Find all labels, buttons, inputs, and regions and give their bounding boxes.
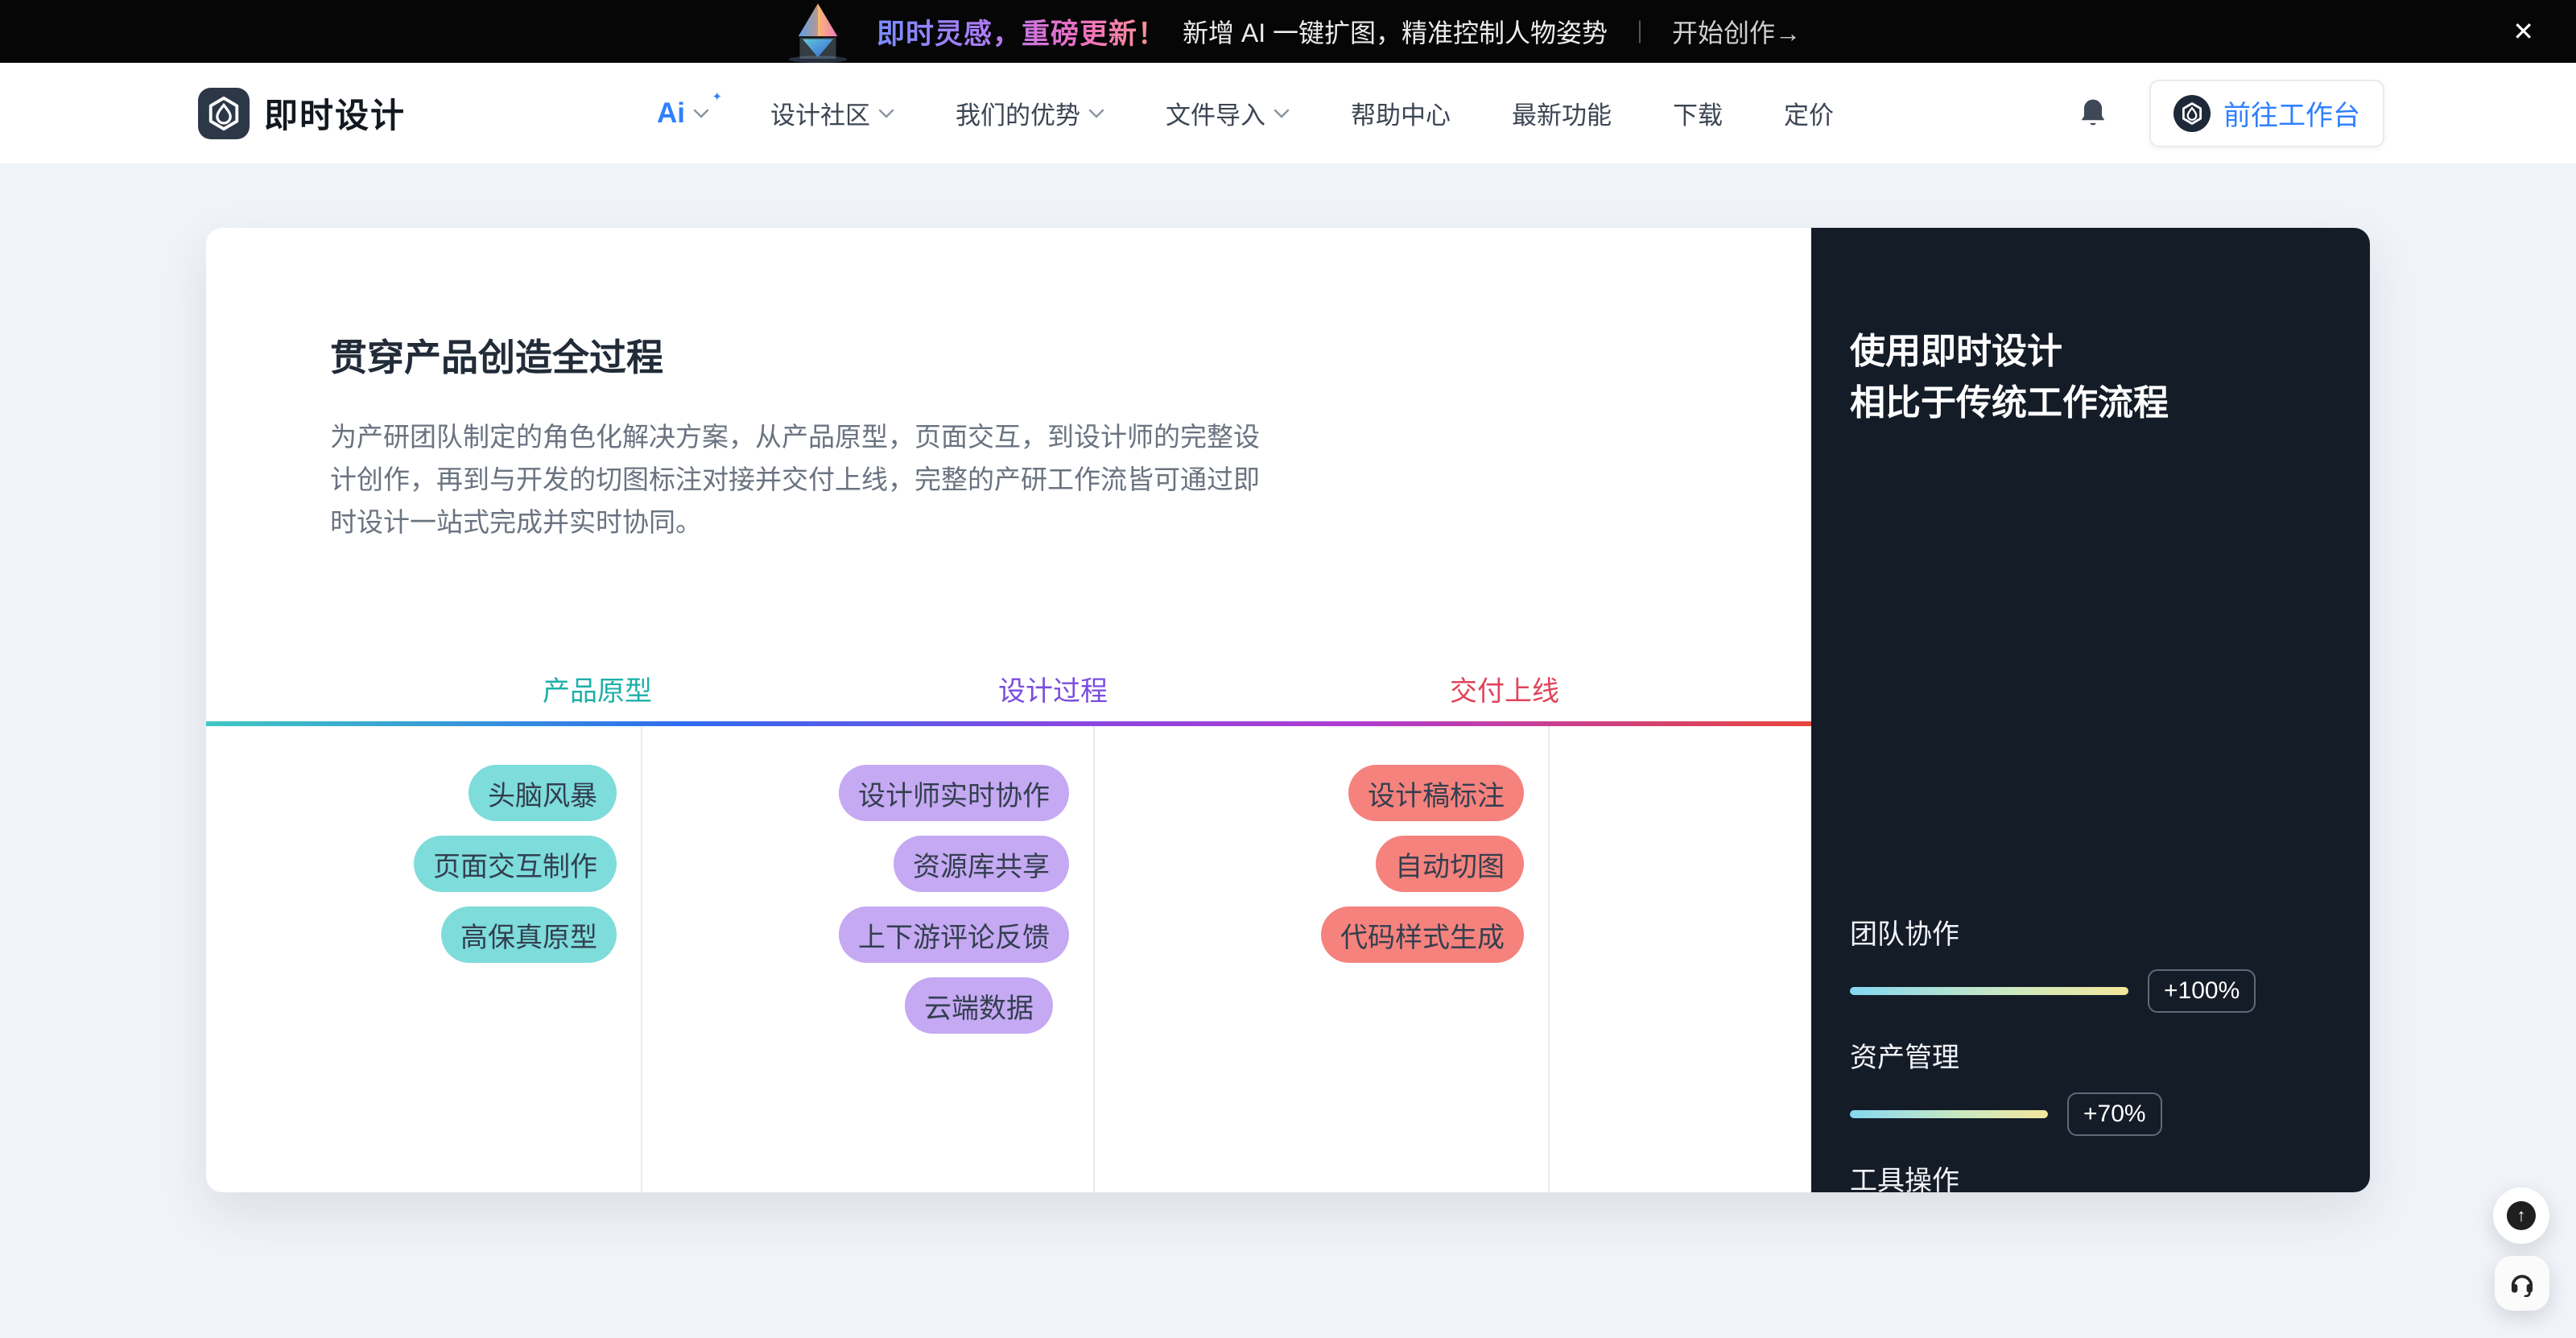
pill: 代码样式生成 <box>1321 906 1524 963</box>
workspace-button[interactable]: 前往工作台 <box>2149 79 2384 147</box>
brand-logo-icon <box>198 87 250 139</box>
nav-item-help-center[interactable]: 帮助中心 <box>1351 101 1451 130</box>
pills-column-delivery: 设计稿标注 自动切图 代码样式生成 <box>1095 726 1550 1192</box>
navbar: 即时设计 Ai ✦ 设计社区 我们的优势 文件导入 帮助中心 最新功能 下载 定… <box>0 63 2576 164</box>
chevron-down-icon <box>693 109 709 118</box>
stat-group: 工具操作 +80% <box>1850 1158 2331 1192</box>
nav-item-community[interactable]: 设计社区 <box>770 95 894 131</box>
panel-title: 使用即时设计 相比于传统工作流程 <box>1850 332 2169 423</box>
banner-separator: ｜ <box>1629 20 1652 45</box>
scroll-to-top-button[interactable]: ↑ <box>2493 1187 2549 1244</box>
pills-column-prototype: 头脑风暴 页面交互制作 高保真原型 <box>206 726 642 1192</box>
nav-item-file-import[interactable]: 文件导入 <box>1166 95 1290 131</box>
workspace-button-label: 前往工作台 <box>2223 101 2360 131</box>
stat-label: 团队协作 <box>1850 919 1959 950</box>
nav-item-pricing[interactable]: 定价 <box>1784 101 1835 130</box>
pill: 云端数据 <box>905 977 1053 1034</box>
chevron-down-icon <box>1274 109 1290 118</box>
workspace-logo-icon <box>2174 94 2211 132</box>
pill: 头脑风暴 <box>469 765 617 821</box>
pill: 上下游评论反馈 <box>839 906 1069 963</box>
banner-close-icon[interactable]: ✕ <box>2512 17 2534 46</box>
comparison-stats: 团队协作 +100% 资产管理 +70% 工具操作 +80% <box>1850 912 2331 1192</box>
banner-highlight: 即时灵感，重磅更新！ <box>877 11 1166 52</box>
pill: 资源库共享 <box>894 836 1069 892</box>
banner-cta-link[interactable]: 开始创作→ <box>1672 19 1802 47</box>
pills-column-empty <box>1550 726 1811 1192</box>
brand-home-link[interactable]: 即时设计 <box>198 87 407 139</box>
stat-badge: +100% <box>2148 969 2256 1013</box>
chevron-down-icon <box>878 109 894 118</box>
stat-badge: +70% <box>2067 1092 2162 1136</box>
sparkle-icon: ✦ <box>712 89 723 104</box>
stat-label: 工具操作 <box>1850 1166 1959 1192</box>
tab-gradient-line <box>206 721 1811 726</box>
arrow-up-icon: ↑ <box>2507 1201 2536 1230</box>
tab-product-prototype[interactable]: 产品原型 <box>543 676 652 707</box>
stat-group: 资产管理 +70% <box>1850 1035 2331 1136</box>
section-title: 贯穿产品创造全过程 <box>330 337 663 378</box>
pill: 页面交互制作 <box>414 836 617 892</box>
nav-menu: Ai ✦ 设计社区 我们的优势 文件导入 帮助中心 最新功能 下载 定价 <box>657 89 1835 131</box>
crystal-diamond-icon <box>788 3 848 63</box>
nav-item-ai[interactable]: Ai ✦ <box>657 89 723 129</box>
promo-banner: 即时灵感，重磅更新！ 新增 AI 一键扩图，精准控制人物姿势 ｜ 开始创作→ ✕ <box>0 0 2576 63</box>
pill: 高保真原型 <box>441 906 617 963</box>
stat-group: 团队协作 +100% <box>1850 912 2331 1013</box>
pill: 设计师实时协作 <box>839 765 1069 821</box>
pill: 设计稿标注 <box>1348 765 1524 821</box>
stat-label: 资产管理 <box>1850 1043 1959 1073</box>
workflow-columns: 头脑风暴 页面交互制作 高保真原型 设计师实时协作 资源库共享 上下游评论反馈 … <box>206 726 1811 1192</box>
workflow-card-left: 贯穿产品创造全过程 为产研团队制定的角色化解决方案，从产品原型，页面交互，到设计… <box>206 228 1811 1192</box>
nav-item-new-features[interactable]: 最新功能 <box>1512 101 1612 130</box>
tab-design-process[interactable]: 设计过程 <box>998 676 1108 707</box>
section-description: 为产研团队制定的角色化解决方案，从产品原型，页面交互，到设计师的完整设计创作，再… <box>330 422 1260 537</box>
stat-bar <box>1850 1110 2048 1118</box>
brand-name: 即时设计 <box>264 97 407 134</box>
pills-column-design: 设计师实时协作 资源库共享 上下游评论反馈 云端数据 <box>642 726 1095 1192</box>
notification-bell-icon[interactable] <box>2075 94 2111 133</box>
support-button[interactable] <box>2495 1256 2549 1311</box>
nav-item-advantages[interactable]: 我们的优势 <box>956 95 1104 131</box>
chevron-down-icon <box>1088 109 1104 118</box>
workflow-card: 贯穿产品创造全过程 为产研团队制定的角色化解决方案，从产品原型，页面交互，到设计… <box>206 228 2370 1192</box>
comparison-panel: 使用即时设计 相比于传统工作流程 团队协作 +100% 资产管理 +70% 工具… <box>1811 228 2370 1192</box>
stat-bar <box>1850 987 2128 995</box>
nav-right-group: 前往工作台 <box>2075 79 2384 147</box>
banner-message: 新增 AI 一键扩图，精准控制人物姿势 <box>1182 19 1608 47</box>
tab-delivery-launch[interactable]: 交付上线 <box>1450 676 1559 707</box>
headphones-icon <box>2511 1274 2533 1297</box>
nav-item-download[interactable]: 下载 <box>1673 101 1724 130</box>
pill: 自动切图 <box>1376 836 1524 892</box>
